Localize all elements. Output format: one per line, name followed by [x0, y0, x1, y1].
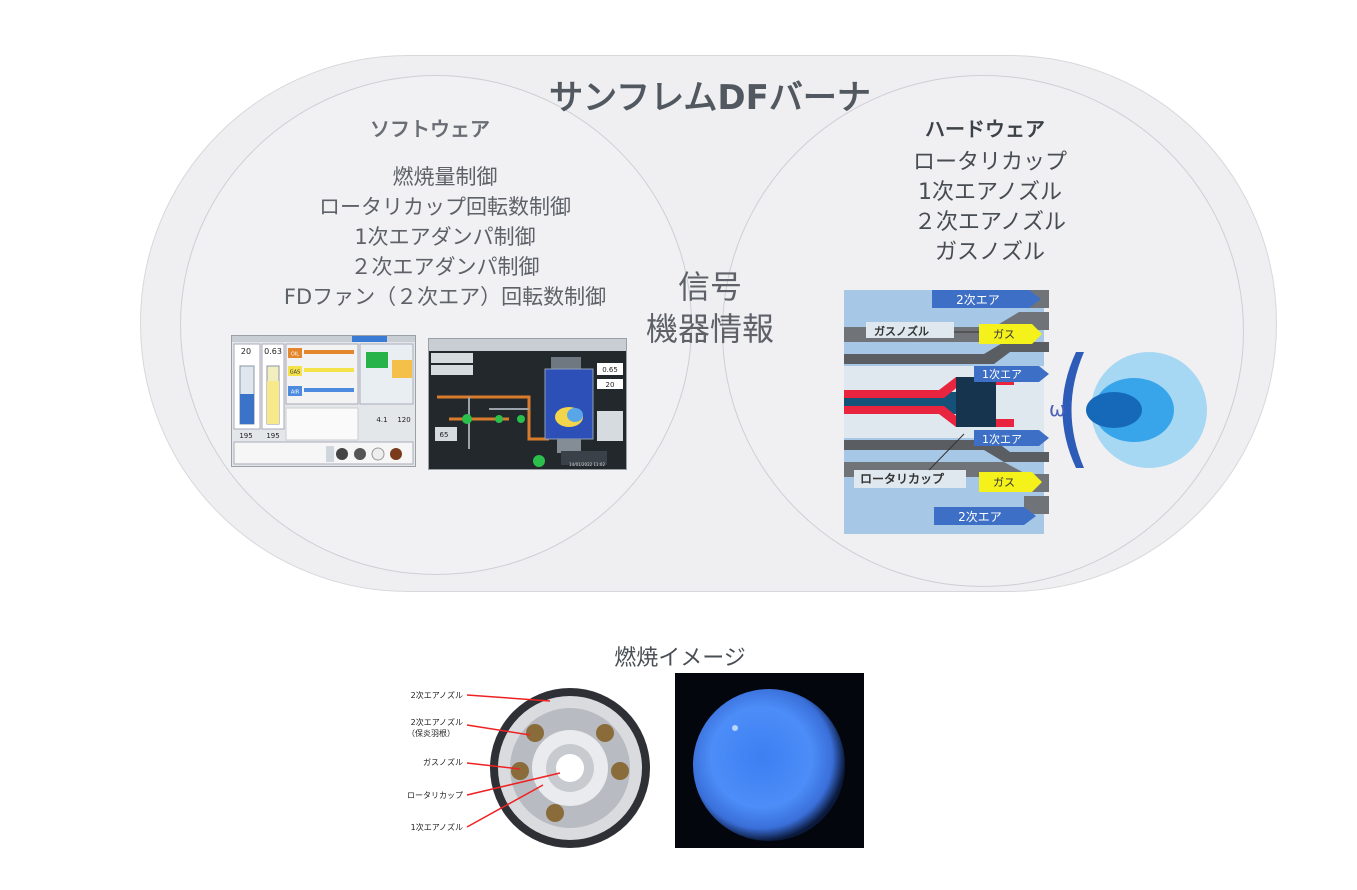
flame-photo-graphic: [675, 673, 864, 848]
diagram-primary-air-bottom: 1次エア: [982, 432, 1022, 446]
hardware-item: ガスノズル: [934, 240, 1045, 265]
swirl-icon: ω: [1049, 397, 1066, 421]
screen2-readout-c: 65: [440, 431, 449, 439]
diagram-gas-bottom: ガス: [993, 476, 1015, 489]
label-secondary-nozzle-vane-note: （保炎羽根）: [407, 728, 455, 738]
flame-photo: [675, 673, 864, 848]
nozzle-photo-graphic: 2次エアノズル 2次エアノズル （保炎羽根） ガスノズル ロータリカップ 1次エ…: [407, 688, 650, 848]
screen2-timestamp: 14/01/2022 11:02: [569, 462, 605, 467]
screen1-oil-button: OIL: [291, 352, 299, 358]
screen2-readout-a: 0.65: [602, 366, 618, 374]
diagram-gas-nozzle-label: ガスノズル: [874, 324, 929, 338]
diagram-gas-top: ガス: [993, 328, 1015, 341]
software-list: 燃焼量制御 ロータリカップ回転数制御 1次エアダンパ制御 ２次エアダンパ制御 F…: [220, 162, 670, 312]
nozzle-photo: 2次エアノズル 2次エアノズル （保炎羽根） ガスノズル ロータリカップ 1次エ…: [395, 673, 655, 848]
shared-info: 信号 機器情報: [620, 266, 800, 350]
shared-signal: 信号: [677, 268, 742, 306]
screen1-gas-button: GAS: [290, 370, 300, 376]
mimic-screen-graphic: 0.65 20 65 14/01/2022 11:02: [429, 339, 626, 469]
mimic-screen-screenshot: 0.65 20 65 14/01/2022 11:02: [428, 338, 627, 470]
screen1-value-d: 195: [266, 432, 279, 440]
software-item: ２次エアダンパ制御: [350, 255, 540, 279]
shared-device-info: 機器情報: [645, 310, 774, 348]
software-item: 燃焼量制御: [392, 165, 498, 189]
screen2-readout-b: 20: [606, 381, 615, 389]
screen1-air-button: AIR: [291, 390, 300, 396]
burner-cross-section-graphic: 2次エア 2次エア ガス ガス 1次エア 1次エア ガスノズル ロータリカップ …: [844, 290, 1207, 534]
screen1-value-a: 20: [241, 347, 251, 356]
software-item: 1次エアダンパ制御: [354, 225, 536, 249]
burner-cross-section: 2次エア 2次エア ガス ガス 1次エア 1次エア ガスノズル ロータリカップ …: [844, 282, 1210, 538]
label-secondary-nozzle: 2次エアノズル: [411, 690, 463, 700]
label-secondary-nozzle-vane: 2次エアノズル: [411, 717, 463, 727]
screen1-value-b: 0.63: [264, 347, 282, 356]
hardware-item: ロータリカップ: [912, 150, 1067, 175]
main-title: サンフレムDFバーナ: [549, 78, 871, 118]
label-rotary-cup: ロータリカップ: [407, 791, 463, 800]
software-item: FDファン（２次エア）回転数制御: [283, 285, 607, 309]
diagram-rotary-cup-label: ロータリカップ: [860, 471, 945, 486]
screen1-value-e: 4.1: [376, 416, 387, 424]
hardware-item: 1次エアノズル: [917, 180, 1063, 205]
combustion-image-title: 燃焼イメージ: [614, 646, 746, 671]
software-item: ロータリカップ回転数制御: [319, 195, 571, 219]
software-heading: ソフトウェア: [370, 117, 490, 141]
hardware-list: ロータリカップ 1次エアノズル ２次エアノズル ガスノズル: [860, 148, 1120, 268]
control-panel-graphic: 20 0.63 195 195 OIL GAS AIR 4.1 120: [232, 336, 415, 465]
software-circle: [180, 75, 692, 575]
screen1-value-f: 120: [397, 416, 410, 424]
hardware-heading: ハードウェア: [925, 117, 1045, 141]
label-gas-nozzle: ガスノズル: [423, 757, 463, 767]
diagram-secondary-air-bottom: 2次エア: [958, 510, 1002, 524]
hardware-item: ２次エアノズル: [913, 210, 1067, 235]
screen1-value-c: 195: [239, 432, 252, 440]
label-primary-nozzle: 1次エアノズル: [411, 822, 463, 832]
diagram-secondary-air-top: 2次エア: [956, 293, 1000, 307]
control-panel-screenshot: 20 0.63 195 195 OIL GAS AIR 4.1 120: [231, 335, 416, 467]
diagram-primary-air-top: 1次エア: [982, 367, 1022, 381]
